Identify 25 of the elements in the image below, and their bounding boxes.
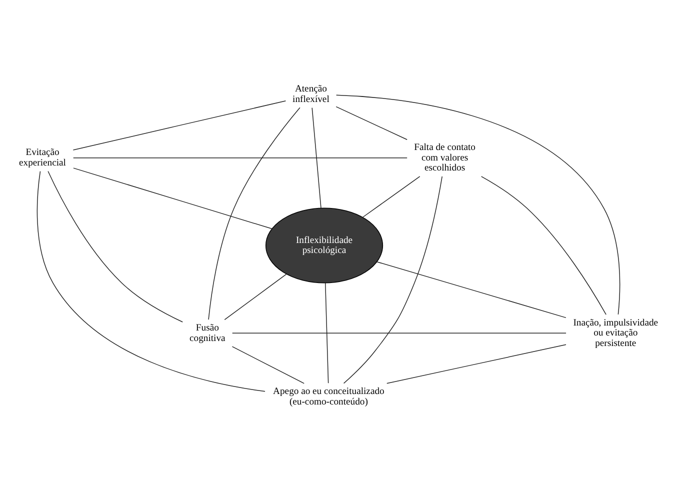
connector: [343, 176, 442, 384]
node-text: Apego ao eu conceitualizado (eu-como-conteúdo): [273, 386, 384, 407]
connector: [72, 157, 408, 158]
connector: [386, 344, 566, 384]
connector: [312, 106, 322, 208]
connector: [224, 273, 287, 320]
connector: [480, 176, 606, 314]
connector: [336, 94, 620, 314]
connector: [232, 332, 566, 333]
node-text: Falta de contato com valores escolhidos: [414, 142, 476, 174]
node-ellipse: Inflexibilidade psicológica: [265, 207, 384, 283]
connector: [208, 106, 300, 320]
connector: [48, 170, 183, 322]
connector: [232, 346, 304, 384]
node-text: Inação, impulsividade ou evitação persistente: [573, 316, 658, 348]
connector: [324, 282, 329, 384]
node-text: Fusão cognitiva: [190, 322, 226, 344]
node-text: Atenção inflexível: [292, 83, 330, 104]
connector: [376, 260, 566, 318]
node-text: Evitação experiencial: [19, 146, 66, 168]
connector: [36, 170, 266, 392]
connector: [72, 100, 286, 150]
connector: [362, 176, 420, 218]
connector: [73, 167, 272, 229]
connector: [336, 106, 408, 140]
